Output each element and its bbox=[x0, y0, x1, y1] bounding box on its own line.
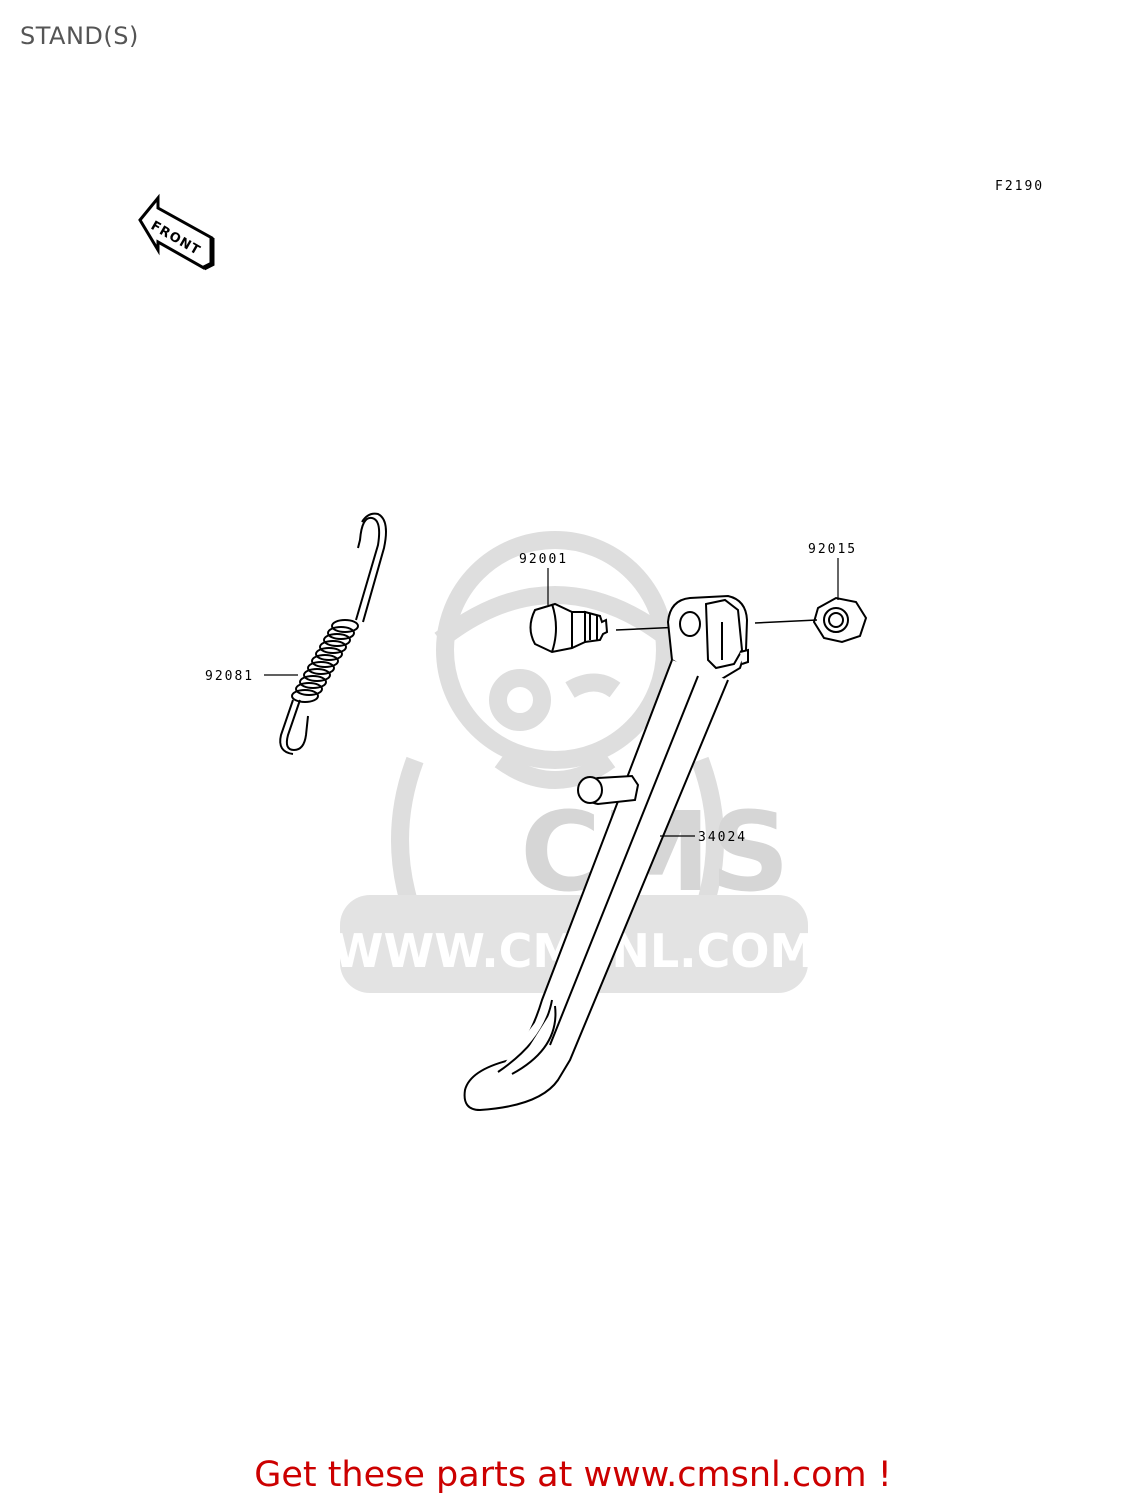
part-label-92015: 92015 bbox=[808, 542, 857, 557]
watermark-mascot-icon bbox=[391, 531, 724, 924]
part-label-92081: 92081 bbox=[205, 669, 254, 684]
spring-part bbox=[279, 512, 387, 755]
bolt-part bbox=[529, 602, 609, 654]
assembly-line-nut bbox=[754, 619, 818, 624]
footer-parts-link[interactable]: Get these parts at www.cmsnl.com ! bbox=[254, 1455, 892, 1495]
side-stand-part bbox=[463, 594, 749, 1112]
page-title: STAND(S) bbox=[20, 22, 139, 50]
part-label-92001: 92001 bbox=[519, 552, 568, 567]
nut-part bbox=[812, 596, 868, 644]
figure-code: F2190 bbox=[995, 179, 1044, 194]
part-label-34024: 34024 bbox=[698, 830, 747, 845]
front-arrow-icon: FRONT bbox=[138, 193, 215, 271]
